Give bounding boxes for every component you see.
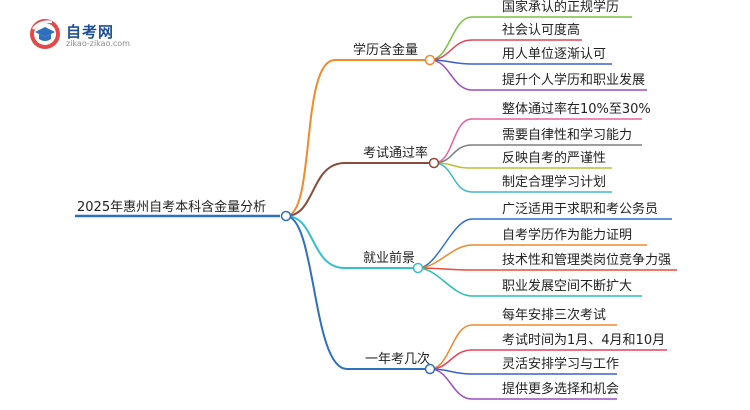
logo-url: zikao-zikao.com [66, 39, 130, 48]
branch-node[interactable]: 就业前景 [363, 251, 416, 266]
root-toggle[interactable] [280, 210, 292, 222]
leaf-connector [429, 16, 473, 61]
leaf-connector [429, 39, 473, 61]
leaf-node[interactable]: 用人单位逐渐认可 [502, 47, 607, 62]
leaf-node[interactable]: 职业发展空间不断扩大 [502, 279, 633, 294]
leaf-node[interactable]: 提供更多选择和机会 [502, 382, 620, 397]
leaf-node[interactable]: 反映自考的严谨性 [502, 151, 607, 166]
leaf-node[interactable]: 制定合理学习计划 [502, 175, 607, 190]
graduation-cap-icon [30, 19, 60, 49]
leaf-node[interactable]: 每年安排三次考试 [502, 308, 607, 323]
branch-toggle[interactable] [412, 262, 424, 274]
leaf-node[interactable]: 自考学历作为能力证明 [502, 228, 633, 243]
branch-connector [285, 59, 336, 217]
branch-connector [285, 215, 348, 370]
leaf-node[interactable]: 灵活安排学习与工作 [502, 357, 620, 372]
leaf-node[interactable]: 广泛适用于求职和考公务员 [502, 202, 659, 217]
leaf-connector [417, 267, 473, 297]
branch-toggle[interactable] [428, 157, 440, 169]
leaf-node[interactable]: 整体通过率在10%至30% [502, 102, 651, 117]
leaf-node[interactable]: 技术性和管理类岗位竞争力强 [502, 253, 672, 268]
leaf-connector [433, 144, 473, 164]
leaf-node[interactable]: 国家承认的正规学历 [502, 0, 620, 15]
leaf-node[interactable]: 社会认可度高 [502, 23, 581, 38]
leaf-connector [429, 349, 473, 370]
leaf-connector [417, 218, 473, 269]
branch-connector [285, 162, 346, 217]
leaf-node[interactable]: 提升个人学历和职业发展 [502, 73, 646, 88]
site-logo[interactable]: 自考网 zikao-zikao.com [28, 17, 148, 53]
branch-node[interactable]: 一年考几次 [365, 352, 431, 367]
branch-toggle[interactable] [424, 363, 436, 375]
leaf-connector [429, 324, 473, 370]
branch-connector [285, 215, 346, 269]
root-node[interactable]: 2025年惠州自考本科含金量分析 [77, 200, 267, 215]
leaf-node[interactable]: 需要自律性和学习能力 [502, 128, 633, 143]
leaf-node[interactable]: 考试时间为1月、4月和10月 [502, 333, 666, 348]
leaf-connector [433, 118, 473, 164]
branch-toggle[interactable] [424, 54, 436, 66]
branch-node[interactable]: 学历含金量 [353, 43, 419, 58]
logo-title: 自考网 [66, 23, 115, 41]
branch-node[interactable]: 考试通过率 [363, 146, 429, 161]
